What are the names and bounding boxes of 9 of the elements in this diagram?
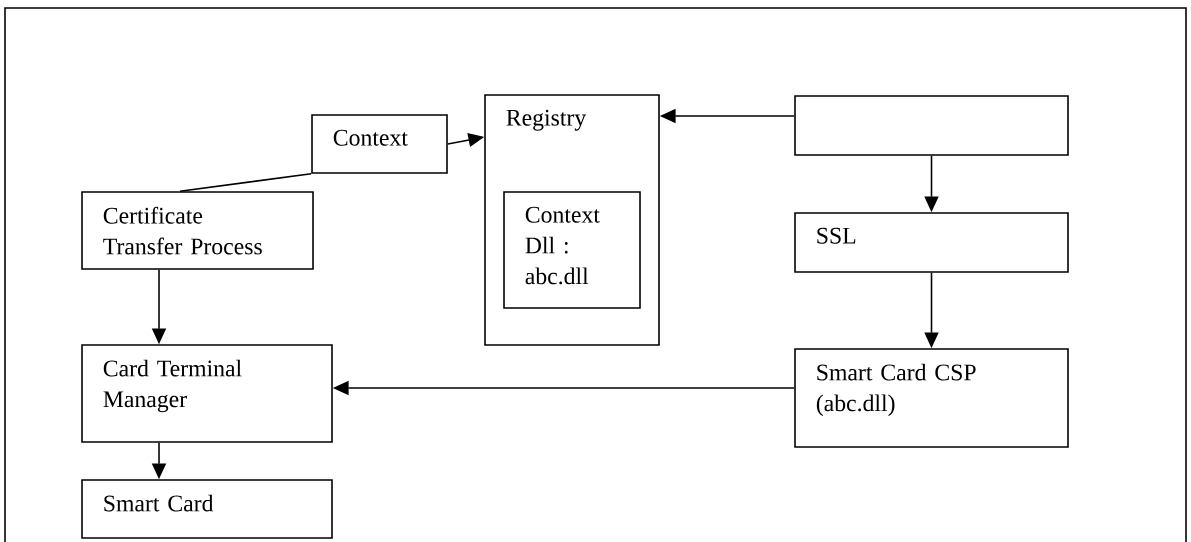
- file-box: Context Dll : abc.dll: [503, 191, 641, 309]
- process-box: Certificate Transfer Process: [81, 191, 314, 270]
- process-box: SSL: [794, 212, 1069, 273]
- process-box: Context: [311, 114, 448, 174]
- connector-line: [179, 173, 312, 192]
- process-box: Card Terminal Manager: [81, 344, 333, 443]
- process-box: [794, 95, 1069, 156]
- process-box: Smart Card: [81, 479, 333, 539]
- process-box: Smart Card CSP (abc.dll): [794, 348, 1069, 448]
